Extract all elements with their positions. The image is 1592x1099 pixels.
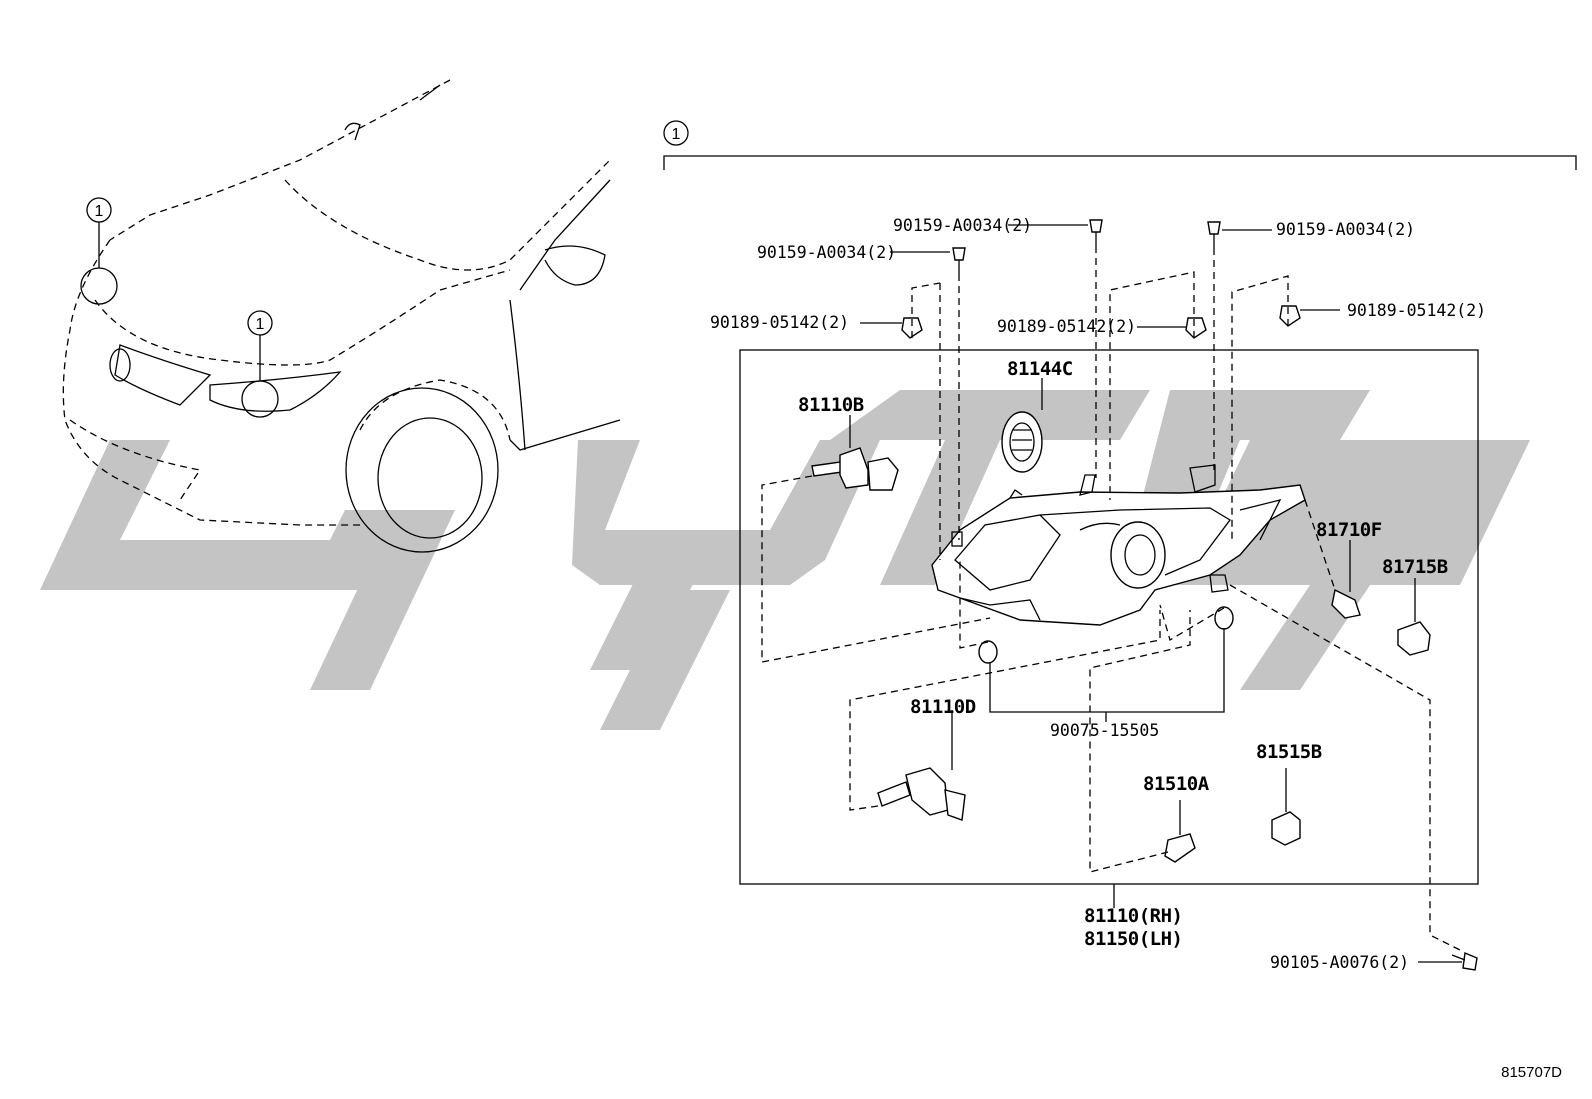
bulb-81710F (1331, 540, 1361, 619)
label-81515B: 81515B (1256, 741, 1322, 763)
headlamp-housing (931, 464, 1306, 626)
bulb-81110B (811, 415, 899, 491)
car-front-sketch: 1 1 (62, 79, 621, 553)
leader-lines (860, 224, 1462, 963)
socket-81715B (1397, 578, 1431, 656)
grommets-90075 (978, 606, 1234, 722)
label-81715B: 81715B (1382, 556, 1448, 578)
car-callout-1-b: 1 (256, 316, 265, 333)
car-callout-1-a: 1 (95, 203, 104, 220)
watermark-logo (40, 390, 1530, 730)
label-81110B: 81110B (798, 394, 864, 416)
label-90159-top: 90159-A0034(2) (893, 216, 1032, 235)
socket-81515B (1271, 768, 1301, 846)
drawing-code: 815707D (1501, 1064, 1562, 1081)
label-90075-15505: 90075-15505 (1050, 721, 1159, 740)
headlamp-assembly-box (739, 349, 1479, 885)
dashed-guides (761, 246, 1461, 951)
label-81710F: 81710F (1316, 519, 1382, 541)
bulb-81110D (877, 710, 966, 821)
label-81144C: 81144C (1007, 358, 1073, 380)
label-90189-right: 90189-05142(2) (1347, 301, 1486, 320)
part-labels: 90159-A0034(2) 90159-A0034(2) 90159-A003… (710, 216, 1562, 1081)
label-90105-A0076: 90105-A0076(2) (1270, 953, 1409, 972)
label-90159-right: 90159-A0034(2) (1276, 220, 1415, 239)
bulb-81510A (1164, 800, 1196, 863)
cap-81144C (1001, 378, 1043, 473)
label-90159-left: 90159-A0034(2) (757, 243, 896, 262)
label-81110D: 81110D (910, 696, 976, 718)
label-81510A: 81510A (1143, 773, 1210, 795)
label-90189-left: 90189-05142(2) (710, 313, 849, 332)
assembly-bracket: 1 (663, 120, 1577, 170)
label-81110-rh: 81110(RH) (1084, 905, 1182, 927)
fasteners (901, 219, 1478, 971)
label-90189-mid: 90189-05142(2) (997, 317, 1136, 336)
label-81150-lh: 81150(LH) (1084, 928, 1182, 950)
assembly-callout-1: 1 (672, 126, 681, 143)
